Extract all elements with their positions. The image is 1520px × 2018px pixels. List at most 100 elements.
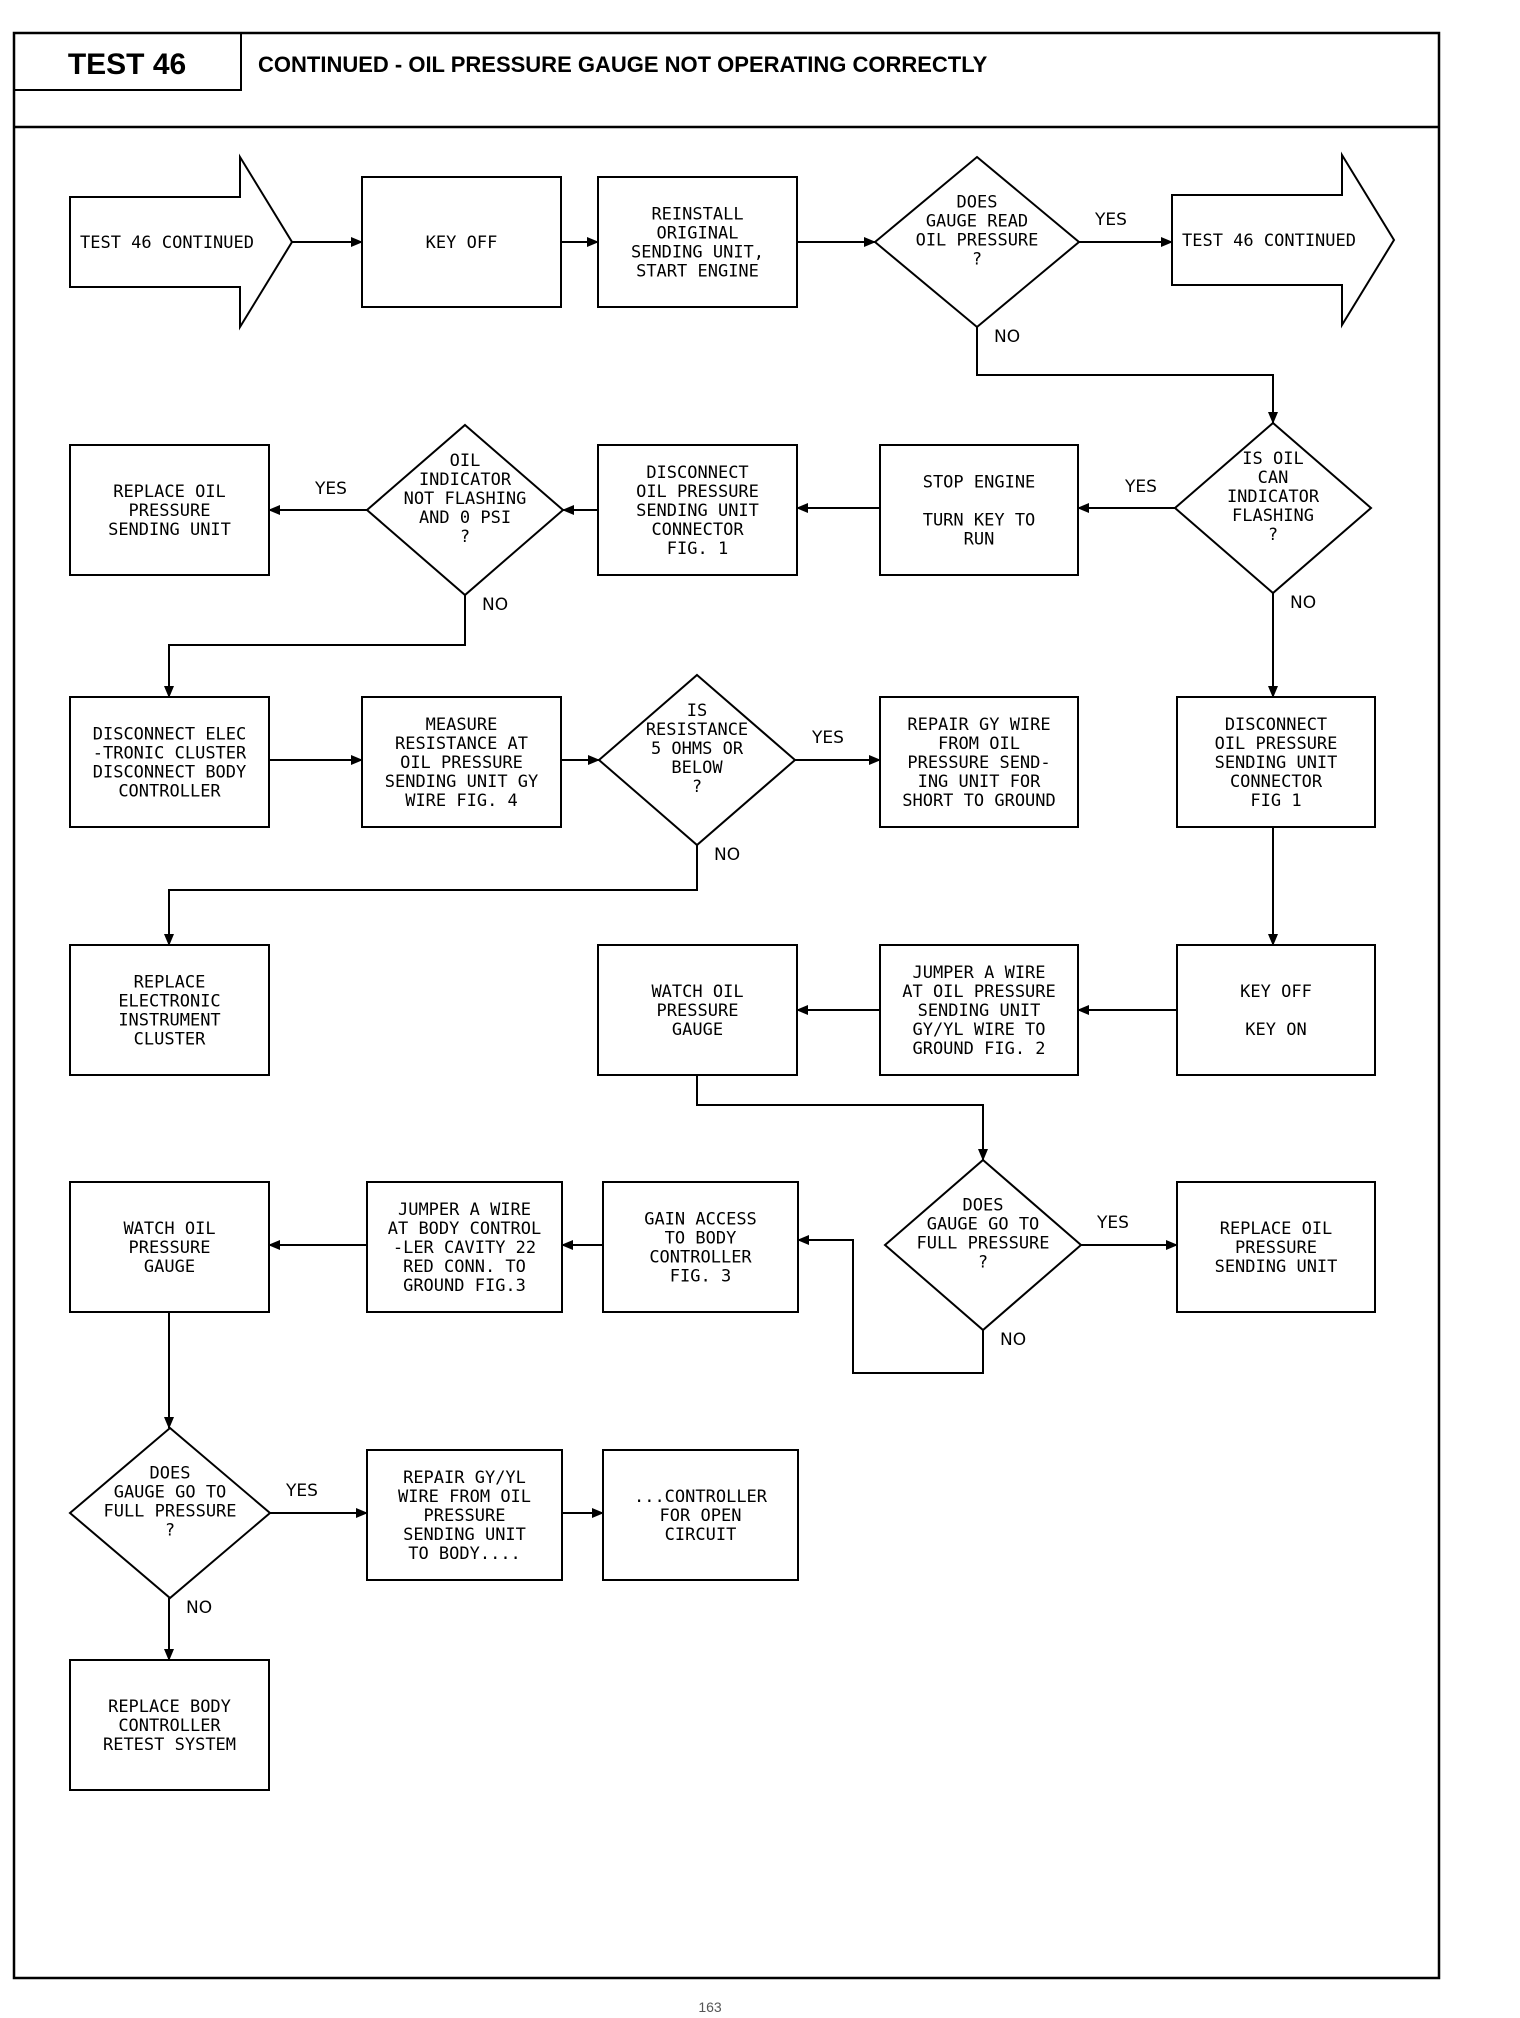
node-text-line: ? [460,527,470,547]
edge-q-resistance-to-replace-cluster: NO [164,845,740,946]
node-text-line: DOES [150,1464,191,1484]
node-text-line: DISCONNECT [1225,715,1327,735]
process-box [366,1449,563,1581]
node-text-line: TURN KEY TO [923,511,1036,531]
node-text-line: INSTRUMENT [118,1011,220,1031]
node-text-line: FIG. 3 [670,1267,731,1287]
node-text-line: FIG. 1 [667,539,728,559]
node-text-line: TEST 46 CONTINUED [1182,231,1356,251]
node-text-line: STOP ENGINE [923,473,1036,493]
process-box [69,944,270,1076]
node-text-line: ? [978,1253,988,1273]
node-text-line: GAUGE [672,1020,723,1040]
edge-label: NO [1290,593,1316,613]
node-text-line: START ENGINE [636,262,759,282]
node-text-line: TO BODY [665,1229,737,1249]
node-text-line: REINSTALL [651,205,743,225]
node-text-line: REPLACE [134,973,206,993]
edge-q-read-to-q-can: NO [976,327,1278,424]
node-text-line: CIRCUIT [665,1525,737,1545]
node-text-line: SENDING UNIT [1215,1257,1338,1277]
edge-label: YES [285,1481,318,1501]
node-text-line: CONNECTOR [1230,772,1323,792]
process-box [1176,1181,1376,1313]
node-text-line: KEY ON [1245,1020,1306,1040]
block-arrow [1171,151,1396,329]
node-text-line: INDICATOR [419,470,512,490]
node-text-line: SENDING UNIT GY [385,772,539,792]
node-text-line: RETEST SYSTEM [103,1735,236,1755]
page-number: 163 [698,1999,722,2015]
decision-diamond [68,1426,272,1600]
node-text-line: BELOW [671,758,723,778]
node-text-line: OIL PRESSURE [1215,734,1338,754]
node-text-line: ...CONTROLLER [634,1487,768,1507]
node-text-line: IS OIL [1242,449,1303,469]
edge-q-indicator-to-replace-sending-1: YES [268,479,367,515]
node-text-line: -TRONIC CLUSTER [93,744,247,764]
edge-q-full-2-to-repair-gyyl: YES [270,1481,368,1518]
node-end-continued: TEST 46 CONTINUED [1171,151,1396,329]
node-text-line: GAUGE READ [926,212,1028,232]
page-frame [12,31,1441,1980]
node-text-line: INDICATOR [1227,487,1320,507]
node-text-line: GY/YL WIRE TO [912,1020,1045,1040]
node-start: TEST 46 CONTINUED [69,153,294,331]
edge-q-full-1-to-gain-access: NO [797,1235,1026,1374]
node-text-line: GAUGE GO TO [114,1483,227,1503]
decision-diamond [597,673,797,847]
node-text-line: GAUGE [144,1257,195,1277]
node-text-line: KEY OFF [426,233,498,253]
edge-label: YES [811,728,844,748]
block-arrow [69,153,294,331]
node-text-line: OIL PRESSURE [636,482,759,502]
node-text-line: MEASURE [426,715,498,735]
node-text-line: TEST 46 CONTINUED [80,233,254,253]
node-text-line: ? [692,777,702,797]
edge-q-resistance-to-repair-gy: YES [795,728,881,765]
process-box [69,696,270,828]
node-text-line: OIL [450,451,481,471]
process-box [361,176,562,308]
node-text-line: SENDING UNIT [636,501,759,521]
edge-label: YES [1124,477,1157,497]
node-text-line: AT OIL PRESSURE [902,982,1056,1002]
decision-diamond [873,155,1081,329]
node-text-line: GROUND FIG.3 [403,1276,526,1296]
edge-label: YES [1094,210,1127,230]
node-text-line: OIL PRESSURE [916,231,1039,251]
edge-q-read-to-end-continued: YES [1079,210,1173,247]
edge-q-full-2-to-replace-body: NO [164,1598,212,1661]
node-text-line: DOES [963,1196,1004,1216]
node-text-line: GAUGE GO TO [927,1215,1040,1235]
node-text-line: GAIN ACCESS [644,1210,757,1230]
edge-label: NO [994,327,1020,347]
edge-label: NO [482,595,508,615]
node-text-line: AT BODY CONTROL [388,1219,542,1239]
node-text-line: DISCONNECT ELEC [93,725,247,745]
page-title: CONTINUED - OIL PRESSURE GAUGE NOT OPERA… [258,52,988,77]
node-text-line: FROM OIL [938,734,1020,754]
node-text-line: REPAIR GY WIRE [907,715,1050,735]
process-box [879,944,1079,1076]
process-box [879,444,1079,576]
decision-diamond [883,1158,1083,1332]
test-number-box [13,32,242,91]
node-text-line: SENDING UNIT, [631,243,764,263]
node-text-line: PRESSURE SEND- [907,753,1050,773]
node-key-off-1: KEY OFF [361,176,562,308]
